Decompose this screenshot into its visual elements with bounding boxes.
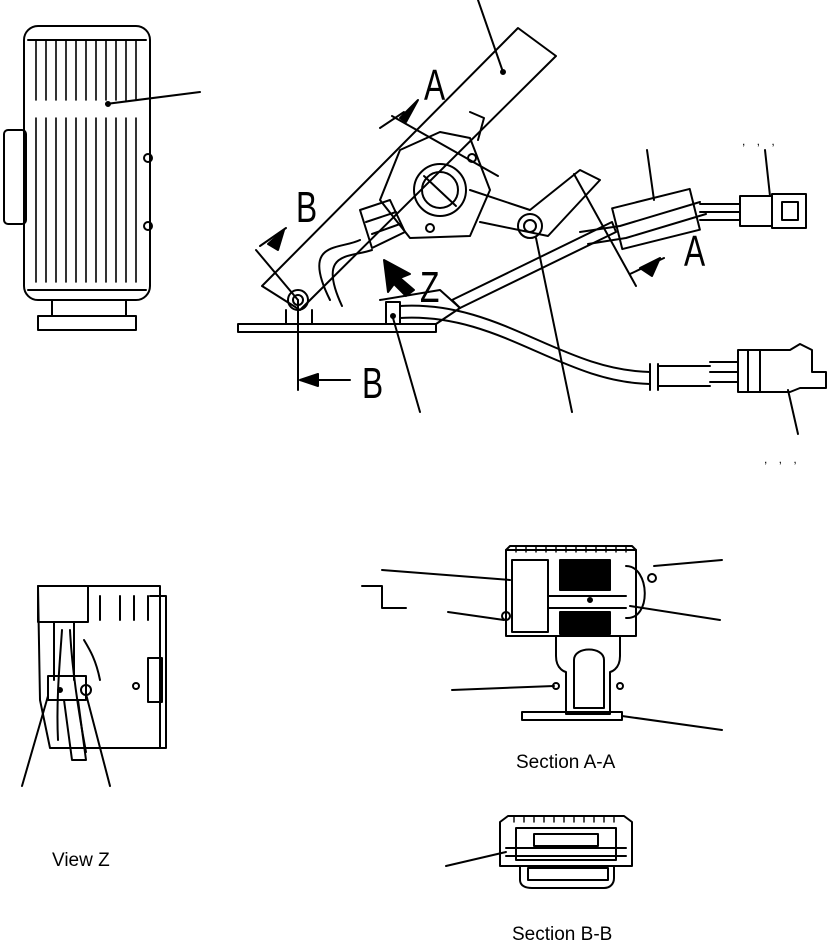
connector-top-mark: , , , xyxy=(742,134,779,148)
connector-bottom-mark: , , , xyxy=(764,452,801,466)
section-a-label-top: A xyxy=(424,61,446,110)
section-b-label-top: B xyxy=(296,183,318,232)
section-b-label-bottom: B xyxy=(362,359,384,408)
view-z-arrow-label: Z xyxy=(420,263,440,312)
view-z-drawing xyxy=(22,586,166,786)
view-z-caption: View Z xyxy=(52,850,110,871)
side-view xyxy=(238,0,826,434)
section-bb-drawing xyxy=(446,816,632,888)
section-bb-caption: Section B-B xyxy=(512,924,613,945)
section-aa-caption: Section A-A xyxy=(516,752,616,773)
section-aa-drawing xyxy=(362,546,722,730)
section-a-label-right: A xyxy=(684,227,706,276)
front-view xyxy=(4,26,200,330)
